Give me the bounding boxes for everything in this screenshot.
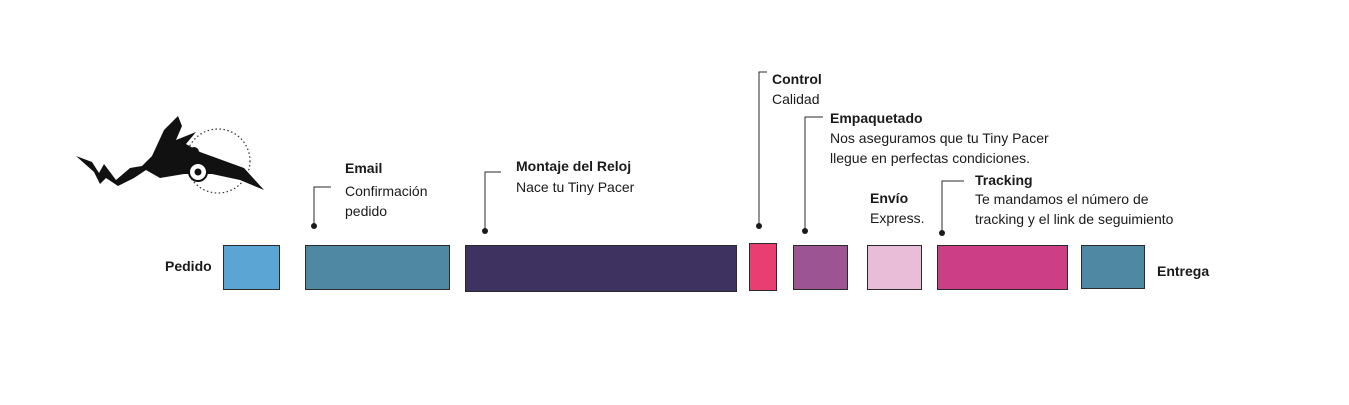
leader-dot-control xyxy=(756,223,762,229)
block-envio xyxy=(867,245,922,290)
block-entrega xyxy=(1081,245,1145,289)
step-desc-control: Calidad xyxy=(772,91,820,107)
block-pedido xyxy=(223,245,280,290)
leader-control xyxy=(758,71,767,226)
leader-email xyxy=(313,186,331,226)
leader-montaje xyxy=(484,171,501,231)
leader-dot-email xyxy=(311,223,317,229)
leader-empaquetado xyxy=(804,116,823,231)
step-title-montaje: Montaje del Reloj xyxy=(516,158,632,174)
leader-dot-tracking xyxy=(939,230,945,236)
step-title-tracking: Tracking xyxy=(975,172,1033,188)
block-empaquetado xyxy=(793,245,848,290)
block-montaje xyxy=(465,245,737,292)
step-desc-montaje: Nace tu Tiny Pacer xyxy=(516,179,635,195)
leader-dot-empaquetado xyxy=(802,228,808,234)
start-label: Pedido xyxy=(165,258,212,274)
block-email xyxy=(305,245,450,290)
leader-tracking xyxy=(941,180,964,233)
step-desc-empaquetado: Nos aseguramos que tu Tiny Pacer llegue … xyxy=(830,130,1049,166)
step-title-empaquetado: Empaquetado xyxy=(830,110,923,126)
block-tracking xyxy=(937,245,1068,290)
block-control xyxy=(749,243,777,291)
step-desc-email: Confirmación pedido xyxy=(345,183,428,219)
step-title-envio: Envío xyxy=(870,190,909,206)
step-title-control: Control xyxy=(772,71,822,87)
swimmer-logo-icon xyxy=(72,108,272,200)
step-title-email: Email xyxy=(345,160,383,176)
step-desc-tracking: Te mandamos el número de tracking y el l… xyxy=(975,191,1174,227)
end-label: Entrega xyxy=(1157,263,1210,279)
leader-dot-montaje xyxy=(482,228,488,234)
step-desc-envio: Express. xyxy=(870,210,925,226)
